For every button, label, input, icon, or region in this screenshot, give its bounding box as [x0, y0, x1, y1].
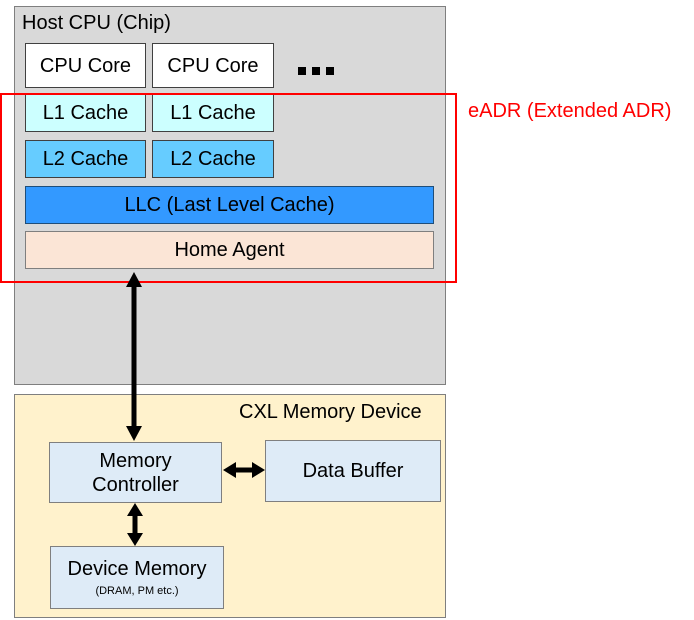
more-cores-ellipsis: [298, 62, 344, 75]
l1-cache-2: L1 Cache: [152, 94, 274, 132]
eadr-boundary: [0, 93, 457, 283]
device-memory-label: Device Memory: [67, 557, 207, 580]
eadr-label: eADR (Extended ADR): [468, 100, 672, 122]
arrow-memory-controller-data-buffer: [223, 462, 265, 478]
llc-block: LLC (Last Level Cache): [25, 186, 434, 224]
cxl-device-title: CXL Memory Device: [239, 401, 422, 423]
arrow-memory-controller-device-memory: [127, 503, 143, 546]
l2-cache-1: L2 Cache: [25, 140, 146, 178]
arrow-home-agent-memory-controller: [126, 272, 142, 441]
l1-cache-1: L1 Cache: [25, 94, 146, 132]
device-memory-block: Device Memory (DRAM, PM etc.): [50, 546, 224, 609]
host-cpu-title: Host CPU (Chip): [22, 12, 171, 34]
data-buffer-block: Data Buffer: [265, 440, 441, 502]
home-agent-block: Home Agent: [25, 231, 434, 269]
l2-cache-2: L2 Cache: [152, 140, 274, 178]
cpu-core-1: CPU Core: [25, 43, 146, 88]
device-memory-sublabel: (DRAM, PM etc.): [95, 584, 179, 597]
memory-controller-block: Memory Controller: [49, 442, 222, 503]
cpu-core-2: CPU Core: [152, 43, 274, 88]
